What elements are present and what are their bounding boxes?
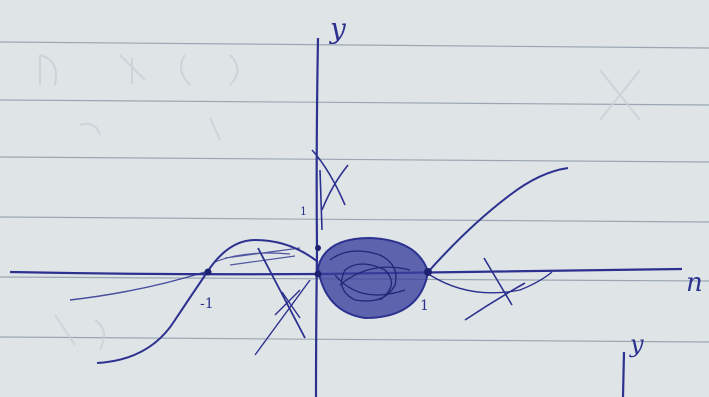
point-at-x-neg-one — [204, 268, 212, 276]
ruled-line — [0, 41, 709, 49]
corner-axis-line — [621, 351, 626, 397]
x-axis-label: n — [686, 268, 703, 298]
tick-label-y-one: 1 — [300, 205, 307, 218]
right-curve — [427, 167, 569, 273]
faint-mark — [39, 54, 57, 86]
point-at-origin — [314, 270, 322, 278]
diagonal-stroke — [257, 247, 306, 339]
point-at-x-one — [424, 268, 432, 276]
upper-cross-mark — [311, 149, 349, 231]
diagonal-stroke — [254, 279, 311, 356]
left-curve-sketch-strokes — [214, 247, 301, 266]
faint-mark — [119, 54, 146, 84]
tick-label-neg-one: -1 — [200, 296, 214, 312]
ruled-line — [0, 99, 709, 106]
faint-mark — [180, 54, 239, 86]
faint-mark — [79, 117, 221, 141]
show-through-marks — [39, 54, 641, 351]
left-curve — [96, 238, 319, 364]
point-on-y-axis — [315, 245, 321, 251]
ruled-line — [0, 156, 709, 163]
faint-mark — [54, 314, 105, 351]
left-curve-lower-stroke — [69, 271, 206, 301]
cross-mark — [274, 289, 301, 319]
ruled-line — [0, 336, 709, 343]
right-curve-lower-stroke — [429, 271, 553, 294]
ruled-line — [0, 216, 709, 223]
corner-y-label: y — [629, 330, 644, 358]
y-axis-label: y — [328, 12, 347, 45]
right-cross-mark — [464, 257, 526, 321]
ruled-lines — [0, 41, 709, 343]
tick-label-pos-one: 1 — [420, 298, 429, 314]
shaded-loop-scribble — [329, 250, 411, 302]
faint-mark — [599, 69, 641, 121]
